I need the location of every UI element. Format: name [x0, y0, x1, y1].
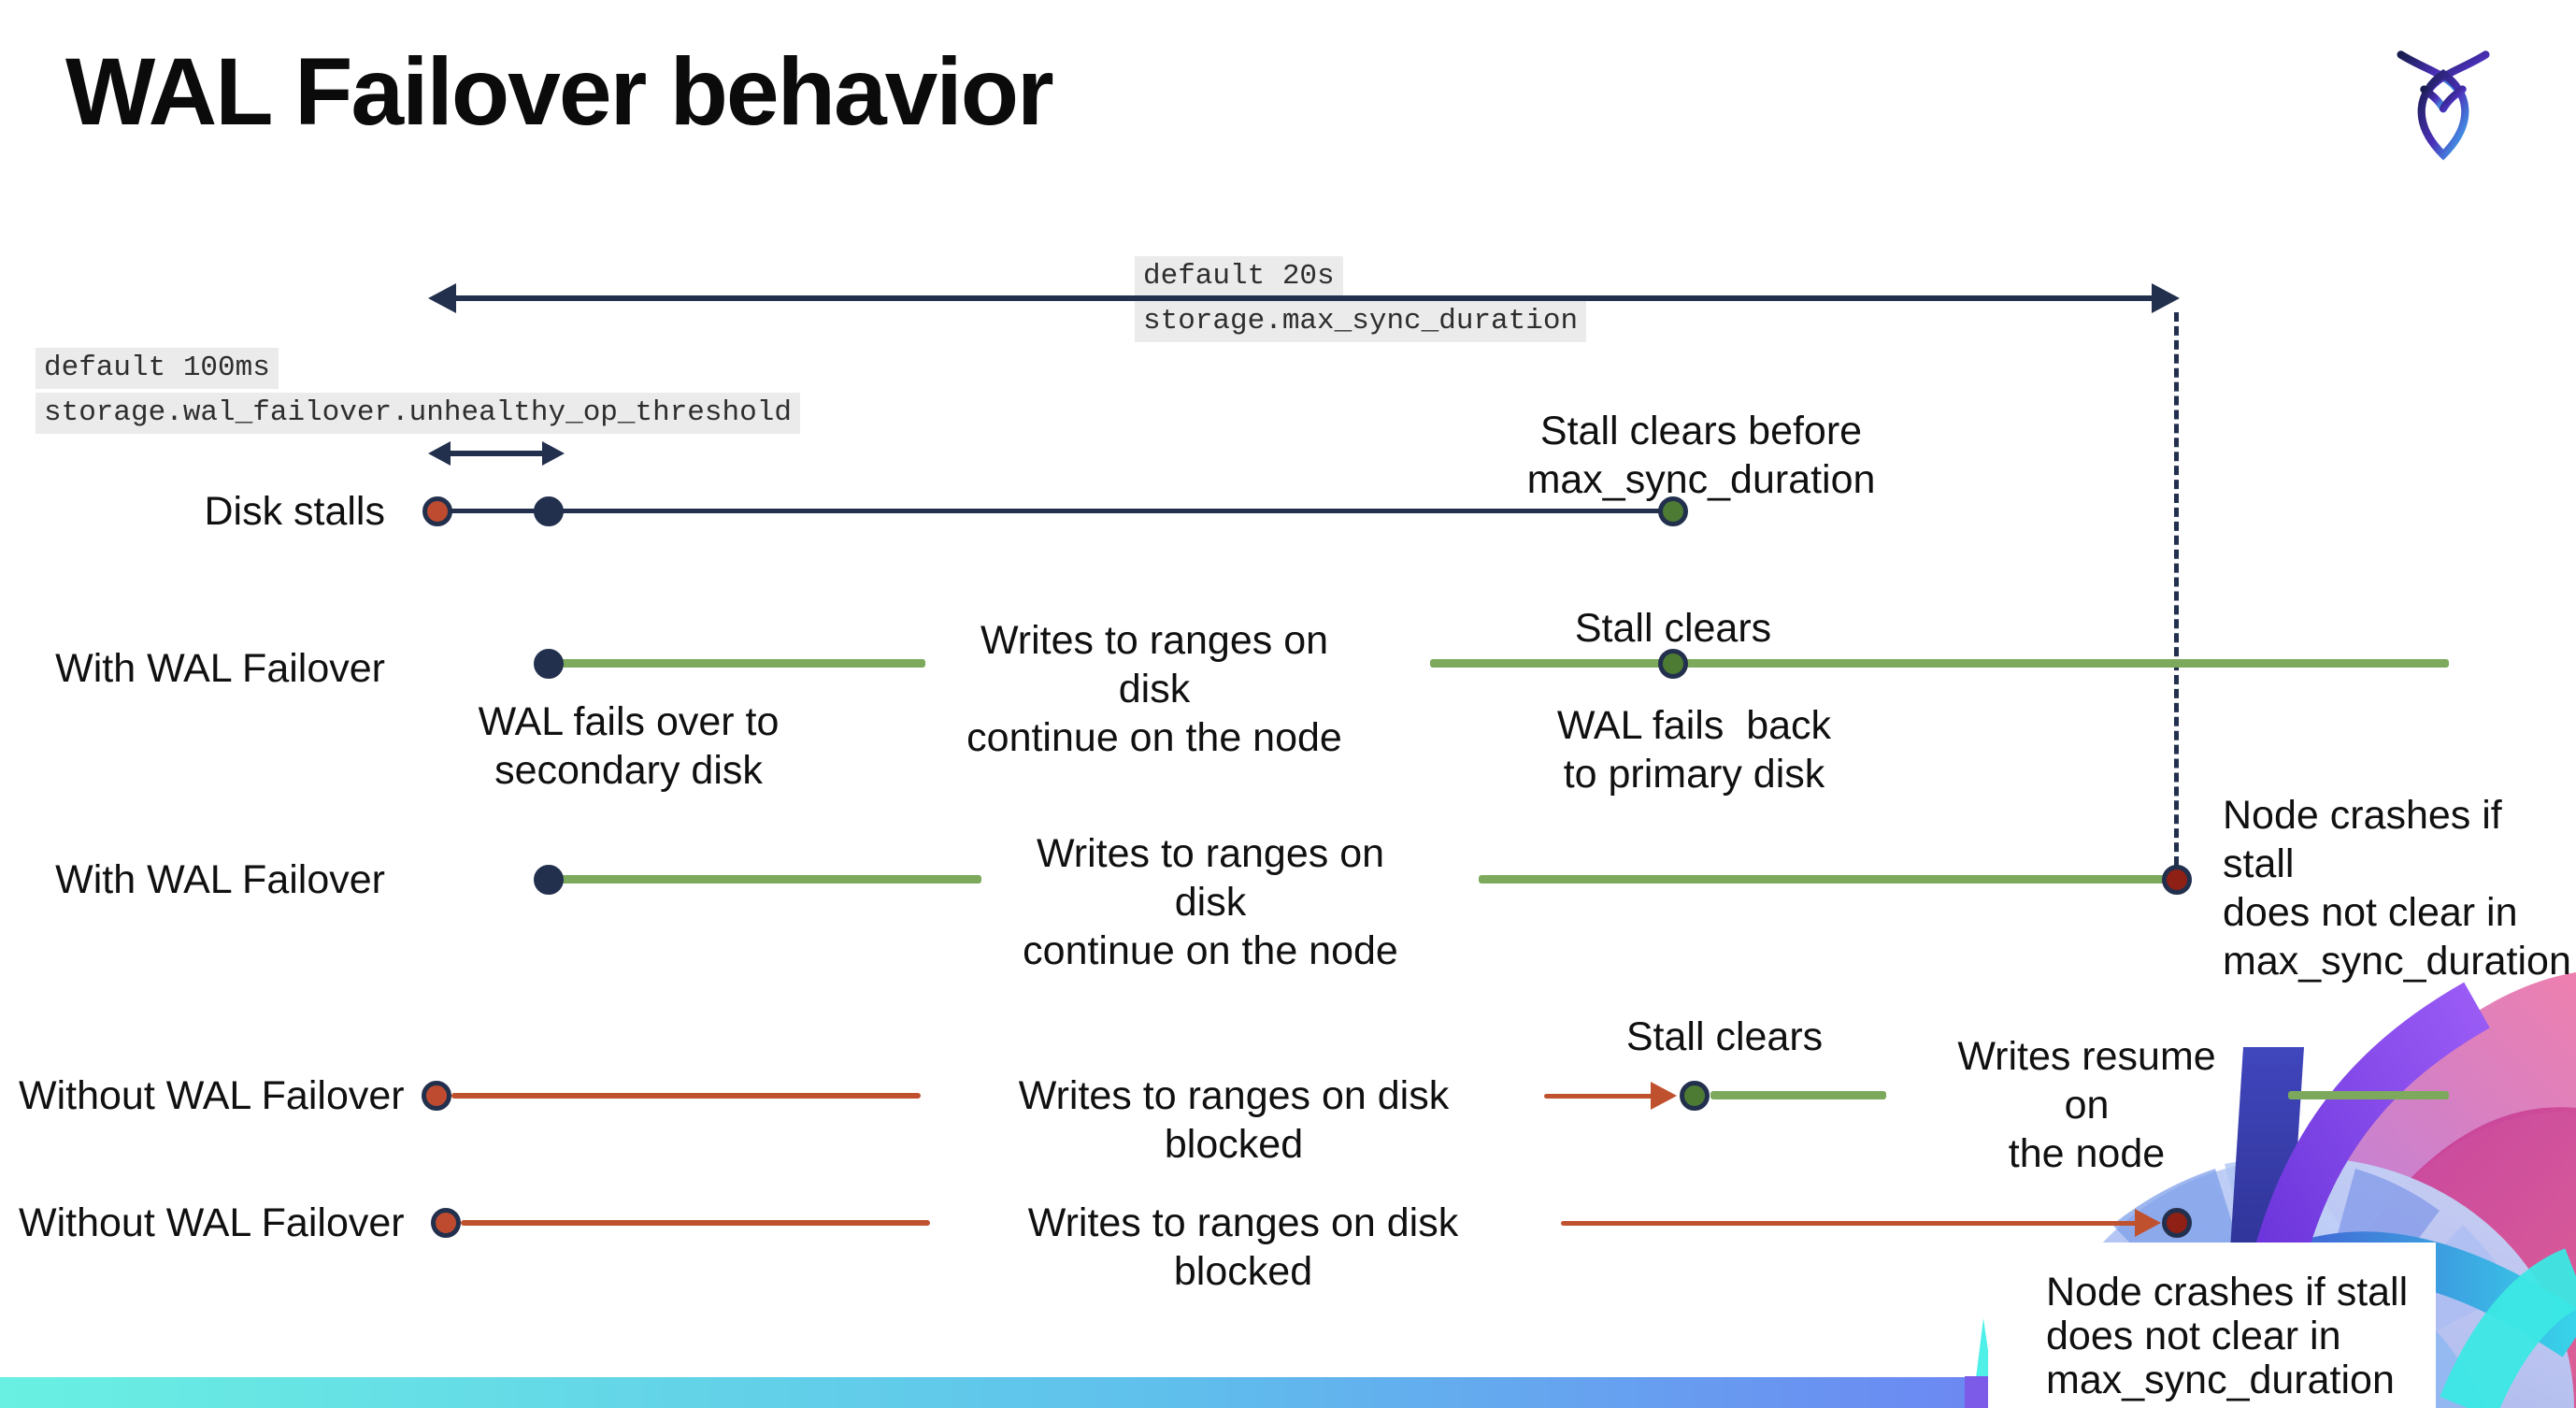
writes-blocked-line: [461, 1220, 930, 1226]
red-arrow-head-icon: [1651, 1082, 1677, 1110]
arrow-right-head-icon: [2152, 283, 2180, 313]
row-label-without-wal-failover-1: Without WAL Failover: [19, 1073, 405, 1118]
stall-clears-dot: [1658, 496, 1688, 526]
node-crash-dot: [2162, 865, 2192, 895]
row-label-with-wal-failover-2: With WAL Failover: [55, 857, 385, 902]
disk-stall-start-dot: [422, 496, 452, 526]
disk-stall-timeline-line: [439, 509, 1673, 513]
row-label-disk-stalls: Disk stalls: [204, 489, 385, 534]
max-sync-duration-span-arrow: [428, 283, 2180, 313]
note-node-crashes: Node crashes if stall does not clear in …: [2046, 1270, 2409, 1402]
arrow-shaft: [451, 295, 2157, 301]
writes-continue-line: [1479, 875, 2170, 884]
writes-blocked-line: [1544, 1094, 1656, 1099]
stall-clears-dot: [1680, 1081, 1710, 1111]
note-writes-blocked: Writes to ranges on disk blocked: [1027, 1200, 1481, 1294]
max-sync-deadline-dashed-line: [2174, 312, 2179, 866]
page-title: WAL Failover behavior: [65, 38, 1054, 145]
note-wal-fails-back: WAL fails back to primary disk: [1556, 703, 1832, 797]
disk-stall-start-dot: [431, 1208, 461, 1238]
threshold-reached-dot: [534, 496, 564, 526]
failover-dot: [534, 649, 564, 679]
threshold-setting-name: storage.wal_failover.unhealthy_op_thresh…: [36, 393, 800, 434]
arrow-right-head-icon: [542, 441, 565, 466]
note-stall-clears: Stall clears: [1574, 606, 1772, 651]
max-sync-setting-name: storage.max_sync_duration: [1135, 301, 1587, 342]
note-writes-resume: Writes resume on the node: [1957, 1034, 2216, 1176]
row-label-without-wal-failover-2: Without WAL Failover: [19, 1200, 405, 1245]
arrow-shaft: [445, 451, 548, 456]
threshold-default-label: default 100ms: [36, 348, 279, 389]
writes-blocked-line: [1561, 1221, 2142, 1226]
writes-resume-line: [2288, 1091, 2449, 1099]
note-node-crashes: Node crashes if stall does not clear in …: [2223, 793, 2571, 984]
writes-blocked-line: [451, 1093, 921, 1099]
unhealthy-op-threshold-span-arrow: [428, 441, 565, 466]
writes-resume-line: [1710, 1091, 1886, 1099]
note-stall-clears: Stall clears: [1625, 1014, 1824, 1059]
note-writes-blocked: Writes to ranges on disk blocked: [1018, 1073, 1472, 1167]
max-sync-default-label: default 20s: [1135, 256, 1343, 297]
node-crash-callout-box: Node crashes if stall does not clear in …: [1988, 1243, 2436, 1408]
writes-continue-line: [561, 659, 925, 668]
note-wal-fails-over: WAL fails over to secondary disk: [478, 699, 780, 793]
disk-stall-start-dot: [422, 1081, 451, 1111]
node-crash-dot: [2162, 1208, 2192, 1238]
failover-dot: [534, 865, 564, 895]
note-stall-clears-before: Stall clears before max_sync_duration: [1526, 409, 1876, 502]
row-label-with-wal-failover-1: With WAL Failover: [55, 646, 385, 691]
note-writes-continue: Writes to ranges on disk continue on the…: [1023, 831, 1398, 973]
cockroachdb-logo-icon: [2397, 50, 2490, 161]
writes-continue-line: [1430, 659, 2449, 668]
failback-dot: [1658, 649, 1688, 679]
red-arrow-head-icon: [2135, 1209, 2161, 1237]
note-writes-continue: Writes to ranges on disk continue on the…: [966, 618, 1342, 760]
writes-continue-line: [561, 875, 981, 884]
